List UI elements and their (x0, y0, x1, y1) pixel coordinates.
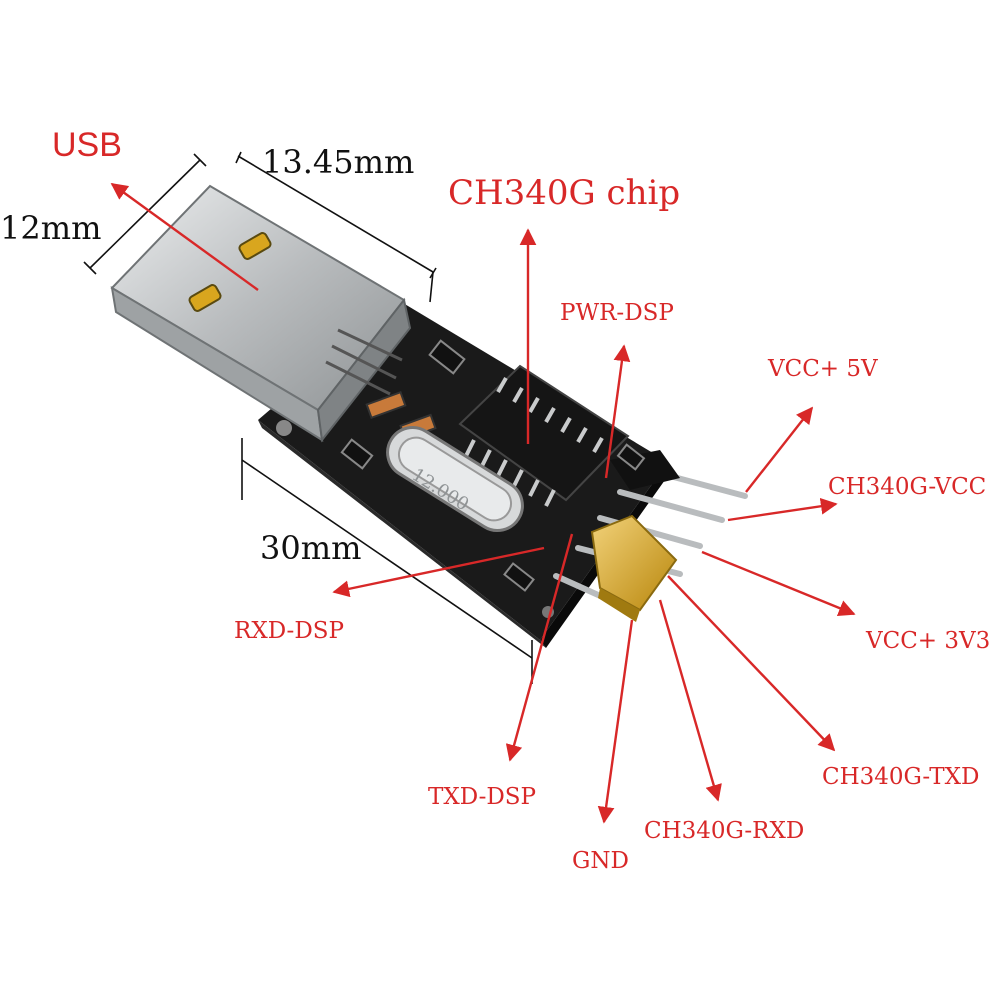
arrow-txd-dsp (505, 533, 574, 762)
label-plug-length: 13.45mm (262, 143, 415, 181)
label-usb: USB (52, 126, 122, 164)
jumper-icon (590, 514, 678, 622)
usb-plug-icon (110, 184, 412, 443)
label-board-length: 30mm (260, 529, 362, 567)
annotation-arrows (110, 183, 856, 824)
arrow-ch340g-vcc (727, 497, 838, 522)
dimension-lines (83, 151, 533, 684)
label-ch340g-vcc: CH340G-VCC (828, 474, 987, 500)
label-rxd-dsp: RXD-DSP (234, 618, 345, 644)
label-width-12mm: 12mm (0, 209, 102, 247)
arrow-vcc-5v (745, 406, 814, 493)
label-pwr-dsp: PWR-DSP (560, 300, 674, 326)
label-vcc-3v3: VCC+ 3V3 (866, 628, 991, 654)
smd-components (340, 339, 646, 592)
arrow-gnd (597, 619, 634, 824)
label-txd-dsp: TXD-DSP (428, 784, 537, 810)
label-ch340g-chip: CH340G chip (448, 173, 681, 213)
arrow-pwr-dsp (604, 344, 631, 479)
label-ch340g-txd: CH340G-TXD (822, 764, 980, 790)
arrow-vcc-3v3 (701, 550, 856, 617)
arrow-usb (110, 183, 259, 291)
label-gnd: GND (572, 848, 629, 874)
arrow-ch340g-rxd (658, 599, 722, 802)
label-vcc-5v: VCC+ 5V (768, 356, 878, 382)
chip-icon (458, 364, 630, 507)
crystal-icon (386, 426, 524, 532)
arrow-rxd-dsp (332, 546, 545, 598)
label-ch340g-rxd: CH340G-RXD (644, 818, 805, 844)
arrow-ch340g-txd (667, 575, 836, 752)
